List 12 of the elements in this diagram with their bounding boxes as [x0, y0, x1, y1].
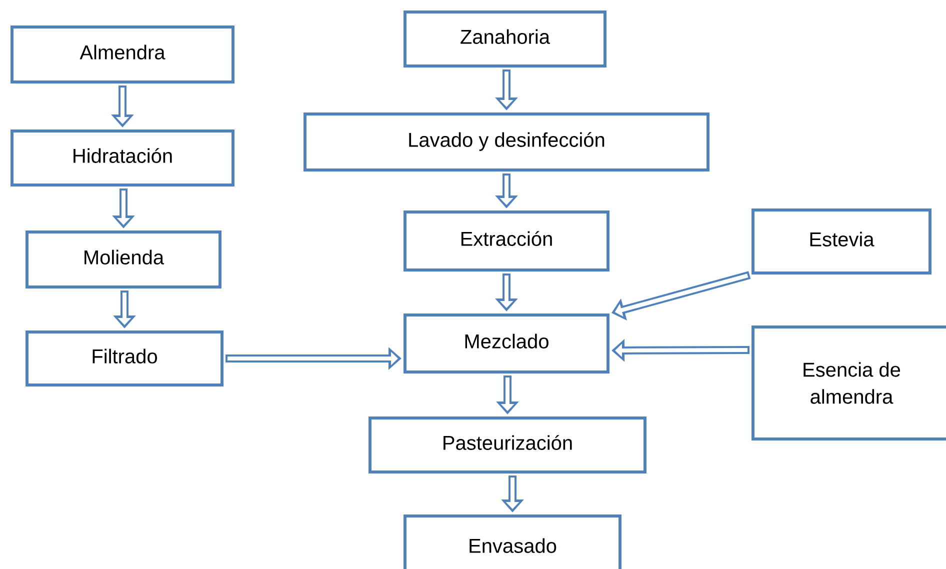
process-box: Esencia de almendra	[752, 326, 946, 440]
process-box: Envasado	[404, 514, 622, 569]
process-box: Pasteurización	[368, 416, 646, 474]
process-box: Mezclado	[404, 314, 610, 374]
process-box: Molienda	[26, 230, 222, 288]
process-box: Extracción	[404, 210, 610, 272]
process-box: Estevia	[752, 208, 932, 274]
process-box: Hidratación	[10, 130, 234, 186]
process-box: Almendra	[10, 26, 234, 84]
process-box: Zanahoria	[404, 10, 606, 68]
process-box: Filtrado	[26, 330, 224, 386]
process-box: Lavado y desinfección	[304, 112, 710, 172]
